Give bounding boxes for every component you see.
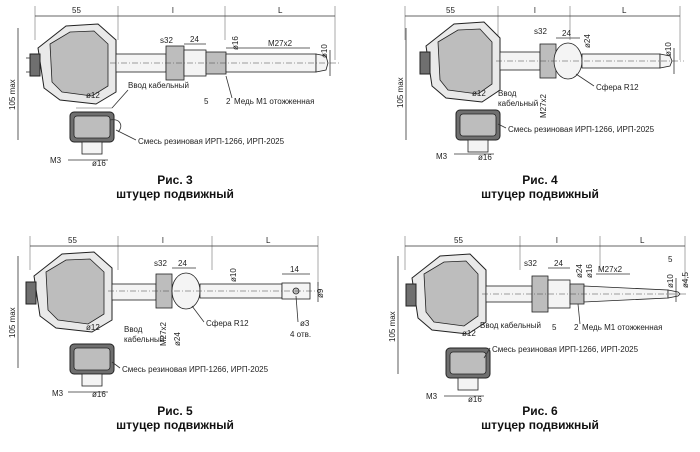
dim-thread: M27x2 xyxy=(598,265,623,274)
dim-55: 55 xyxy=(68,236,77,245)
figure-5-drawing: 55 l L 105 max s32 24 ø10 14 ø9 ø12 Ввод… xyxy=(8,236,325,399)
caption-subtitle: штуцер подвижный xyxy=(116,418,234,432)
dim-L: L xyxy=(640,236,645,245)
dim-L: L xyxy=(266,236,271,245)
dim-phi16: ø16 xyxy=(231,36,240,50)
dim-s32: s32 xyxy=(160,36,173,45)
figure-3-drawing: 55 l L 105 max s32 24 ø16 M27x2 ø10 ø12 … xyxy=(8,6,340,168)
figure-4-drawing: 55 l L 105 max s32 24 ø24 M27x2 ø10 ø12 … xyxy=(396,6,684,162)
dim-phi24: ø24 xyxy=(583,34,592,48)
rubber-label: Смесь резиновая ИРП-1266, ИРП-2025 xyxy=(122,365,269,374)
dim-phi9: ø9 xyxy=(316,288,325,298)
dim-l: l xyxy=(534,6,536,15)
cable-entry-label-1: Ввод xyxy=(498,89,517,98)
cable-entry-label-2: кабельный xyxy=(124,335,164,344)
dim-phi10: ø10 xyxy=(229,268,238,282)
dim-phi3: ø3 xyxy=(300,319,310,328)
dim-2: 2 xyxy=(574,323,579,332)
dim-5-top: 5 xyxy=(668,255,673,264)
rubber-label: Смесь резиновая ИРП-1266, ИРП-2025 xyxy=(508,125,655,134)
dim-phi12: ø12 xyxy=(86,91,100,100)
dim-55: 55 xyxy=(72,6,81,15)
dim-phi16: ø16 xyxy=(585,264,594,278)
dim-105max: 105 max xyxy=(396,77,405,108)
holes-label: 4 отв. xyxy=(290,330,311,339)
dim-phi12: ø12 xyxy=(472,89,486,98)
dim-m3: M3 xyxy=(50,156,62,165)
rubber-label: Смесь резиновая ИРП-1266, ИРП-2025 xyxy=(492,345,639,354)
dim-5: 5 xyxy=(552,323,557,332)
dim-phi24: ø24 xyxy=(173,332,182,346)
sphere-label: Сфера R12 xyxy=(206,319,249,328)
figure-3-panel: 55 l L 105 max s32 24 ø16 M27x2 ø10 ø12 … xyxy=(0,0,350,226)
figure-3-caption: Рис. 3 штуцер подвижный xyxy=(95,173,255,201)
dim-thread: M27x2 xyxy=(159,321,168,346)
dim-s32: s32 xyxy=(154,259,167,268)
dim-phi10: ø10 xyxy=(666,274,675,288)
dim-105max: 105 max xyxy=(8,307,17,338)
dim-24: 24 xyxy=(562,29,571,38)
figure-6-drawing: 55 l L 105 max s32 24 ø24 ø16 M27x2 5 ø1… xyxy=(388,236,690,404)
caption-subtitle: штуцер подвижный xyxy=(481,418,599,432)
caption-title: Рис. 3 xyxy=(157,173,193,187)
dim-2: 2 xyxy=(226,97,231,106)
caption-title: Рис. 6 xyxy=(522,404,558,418)
dim-24: 24 xyxy=(554,259,563,268)
dim-s32: s32 xyxy=(524,259,537,268)
copper-label: Медь M1 отожженная xyxy=(234,97,314,106)
dim-s32: s32 xyxy=(534,27,547,36)
caption-subtitle: штуцер подвижный xyxy=(481,187,599,201)
cable-entry-label-1: Ввод xyxy=(124,325,143,334)
caption-title: Рис. 4 xyxy=(522,173,558,187)
cable-entry-label: Ввод кабельный xyxy=(128,81,189,90)
dim-l: l xyxy=(556,236,558,245)
dim-phi24: ø24 xyxy=(575,264,584,278)
dim-5: 5 xyxy=(204,97,209,106)
dim-l: l xyxy=(162,236,164,245)
dim-phi16-bottom: ø16 xyxy=(468,395,482,404)
dim-l: l xyxy=(172,6,174,15)
dim-phi45: ø4,5 xyxy=(681,271,690,288)
dim-m3: M3 xyxy=(436,152,448,161)
cable-entry-label: Ввод кабельный xyxy=(480,321,541,330)
caption-subtitle: штуцер подвижный xyxy=(116,187,234,201)
figure-4-panel: 55 l L 105 max s32 24 ø24 M27x2 ø10 ø12 … xyxy=(350,0,700,226)
dim-thread: M27x2 xyxy=(539,93,548,118)
dim-phi16-bottom: ø16 xyxy=(92,159,106,168)
sphere-label: Сфера R12 xyxy=(596,83,639,92)
figure-6-panel: 55 l L 105 max s32 24 ø24 ø16 M27x2 5 ø1… xyxy=(350,226,700,452)
dim-24: 24 xyxy=(178,259,187,268)
figure-4-caption: Рис. 4 штуцер подвижный xyxy=(460,173,620,201)
dim-phi12: ø12 xyxy=(462,329,476,338)
figure-5-panel: 55 l L 105 max s32 24 ø10 14 ø9 ø12 Ввод… xyxy=(0,226,350,452)
figure-6-caption: Рис. 6 штуцер подвижный xyxy=(460,404,620,432)
dim-105max: 105 max xyxy=(8,79,17,110)
cable-entry-label-2: кабельный xyxy=(498,99,538,108)
dim-phi10: ø10 xyxy=(664,42,673,56)
rubber-label: Смесь резиновая ИРП-1266, ИРП-2025 xyxy=(138,137,285,146)
dim-55: 55 xyxy=(446,6,455,15)
dim-thread: M27x2 xyxy=(268,39,293,48)
figure-5-caption: Рис. 5 штуцер подвижный xyxy=(95,404,255,432)
dim-m3: M3 xyxy=(426,392,438,401)
dim-55: 55 xyxy=(454,236,463,245)
dim-m3: M3 xyxy=(52,389,64,398)
dim-L: L xyxy=(278,6,283,15)
dim-105max: 105 max xyxy=(388,311,397,342)
dim-phi10: ø10 xyxy=(320,44,329,58)
dim-14: 14 xyxy=(290,265,299,274)
dim-phi16-bottom: ø16 xyxy=(478,153,492,162)
dim-L: L xyxy=(622,6,627,15)
caption-title: Рис. 5 xyxy=(157,404,193,418)
dim-phi12: ø12 xyxy=(86,323,100,332)
copper-label: Медь M1 отожженная xyxy=(582,323,662,332)
dim-phi16-bottom: ø16 xyxy=(92,390,106,399)
dim-24: 24 xyxy=(190,35,199,44)
